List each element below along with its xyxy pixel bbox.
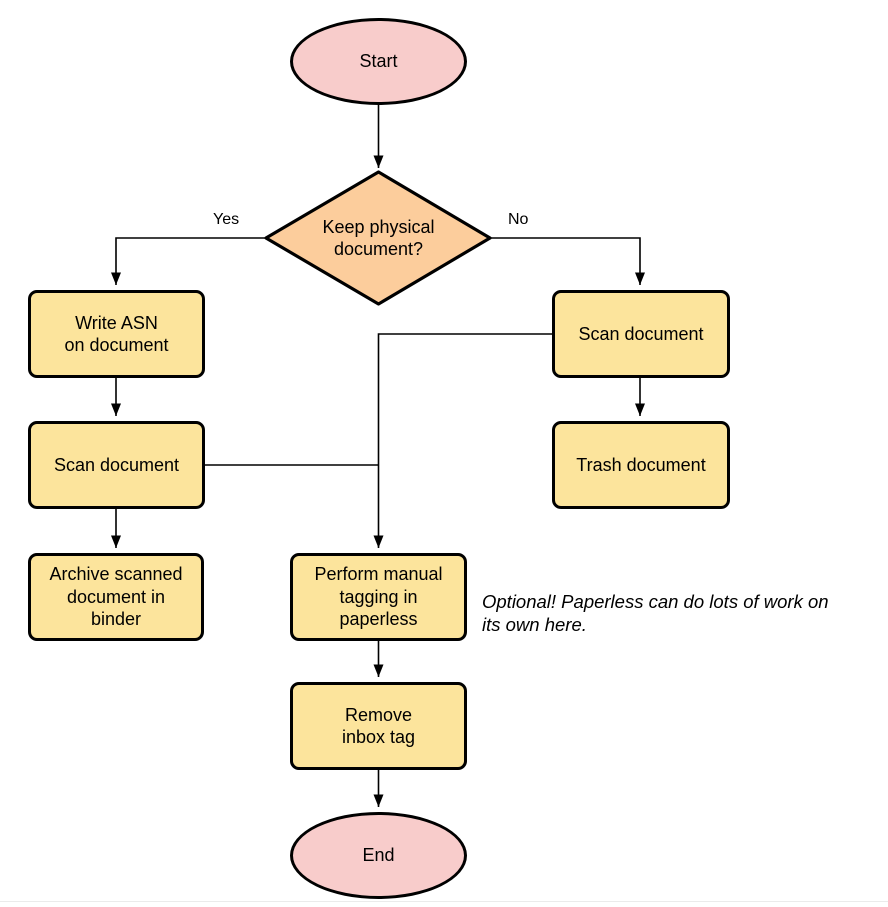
edge-decision-no-to-scan-right: [490, 237, 645, 285]
remove-inbox-tag-label: Remove inbox tag: [341, 704, 416, 748]
edge-label-yes: Yes: [211, 211, 242, 229]
start-label: Start: [359, 51, 398, 72]
scan-document-right-node: Scan document: [552, 290, 730, 378]
archive-document-label: Archive scanned document in binder: [49, 564, 183, 630]
edge-scan-right-to-tagging: [373, 333, 553, 548]
trash-document-label: Trash document: [576, 454, 706, 475]
write-asn-node: Write ASN on document: [28, 290, 205, 378]
edge-label-no: No: [506, 211, 531, 229]
remove-inbox-tag-node: Remove inbox tag: [290, 682, 467, 770]
page-bottom-divider: [0, 901, 888, 902]
decision-label: Keep physical document?: [322, 216, 435, 260]
decision-diamond-shape: [264, 170, 492, 306]
scan-document-left-node: Scan document: [28, 421, 205, 509]
end-node: End: [290, 812, 467, 899]
start-node: Start: [290, 18, 467, 105]
manual-tagging-node: Perform manual tagging in paperless: [290, 553, 467, 641]
scan-document-left-label: Scan document: [53, 454, 180, 475]
trash-document-node: Trash document: [552, 421, 730, 509]
end-label: End: [362, 845, 395, 866]
edge-decision-yes-to-write-asn: [111, 237, 266, 285]
manual-tagging-label: Perform manual tagging in paperless: [314, 564, 443, 630]
archive-document-node: Archive scanned document in binder: [28, 553, 204, 641]
optional-note: Optional! Paperless can do lots of work …: [482, 591, 829, 636]
write-asn-label: Write ASN on document: [64, 312, 169, 356]
scan-document-right-label: Scan document: [578, 323, 704, 344]
